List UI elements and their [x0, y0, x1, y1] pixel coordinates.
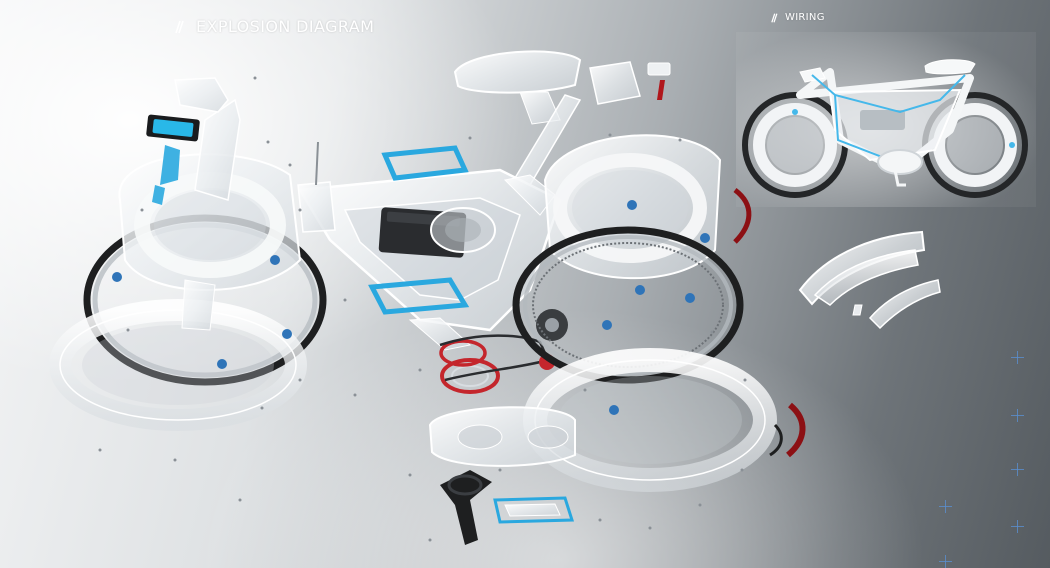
kickstand [493, 496, 575, 524]
handlebar-stem [174, 77, 229, 113]
rear-tire-ring [512, 226, 744, 384]
pedal-crank [440, 470, 492, 545]
alignment-marker [1011, 463, 1024, 476]
scattered-screws [98, 76, 762, 542]
diagram-title: EXPLOSION DIAGRAM [172, 17, 374, 36]
diagram-title-text: EXPLOSION DIAGRAM [196, 17, 375, 36]
alignment-marker [1011, 409, 1024, 422]
wiring-title: WIRING [769, 12, 825, 23]
top-accent-panel [381, 145, 469, 181]
chainring [440, 358, 500, 394]
alignment-marker [939, 500, 952, 513]
alignment-marker [1011, 351, 1024, 364]
rear-wheel-group [512, 134, 806, 492]
double-slash-icon [769, 13, 779, 23]
front-wheel-group [49, 77, 327, 431]
alignment-marker [939, 555, 952, 568]
alignment-marker [1011, 520, 1024, 533]
fender-pieces [798, 230, 941, 330]
double-slash-icon [172, 20, 186, 34]
saddle [453, 50, 582, 94]
wiring-bike-thumbnail [742, 59, 1028, 198]
wiring-title-text: WIRING [785, 12, 825, 23]
rear-brake-pad [733, 188, 752, 244]
main-frame-group [297, 50, 671, 394]
swing-arm [428, 406, 576, 467]
lower-parts-group [428, 406, 576, 545]
rear-light-housing [589, 61, 641, 105]
bottom-accent-panel [368, 277, 470, 315]
